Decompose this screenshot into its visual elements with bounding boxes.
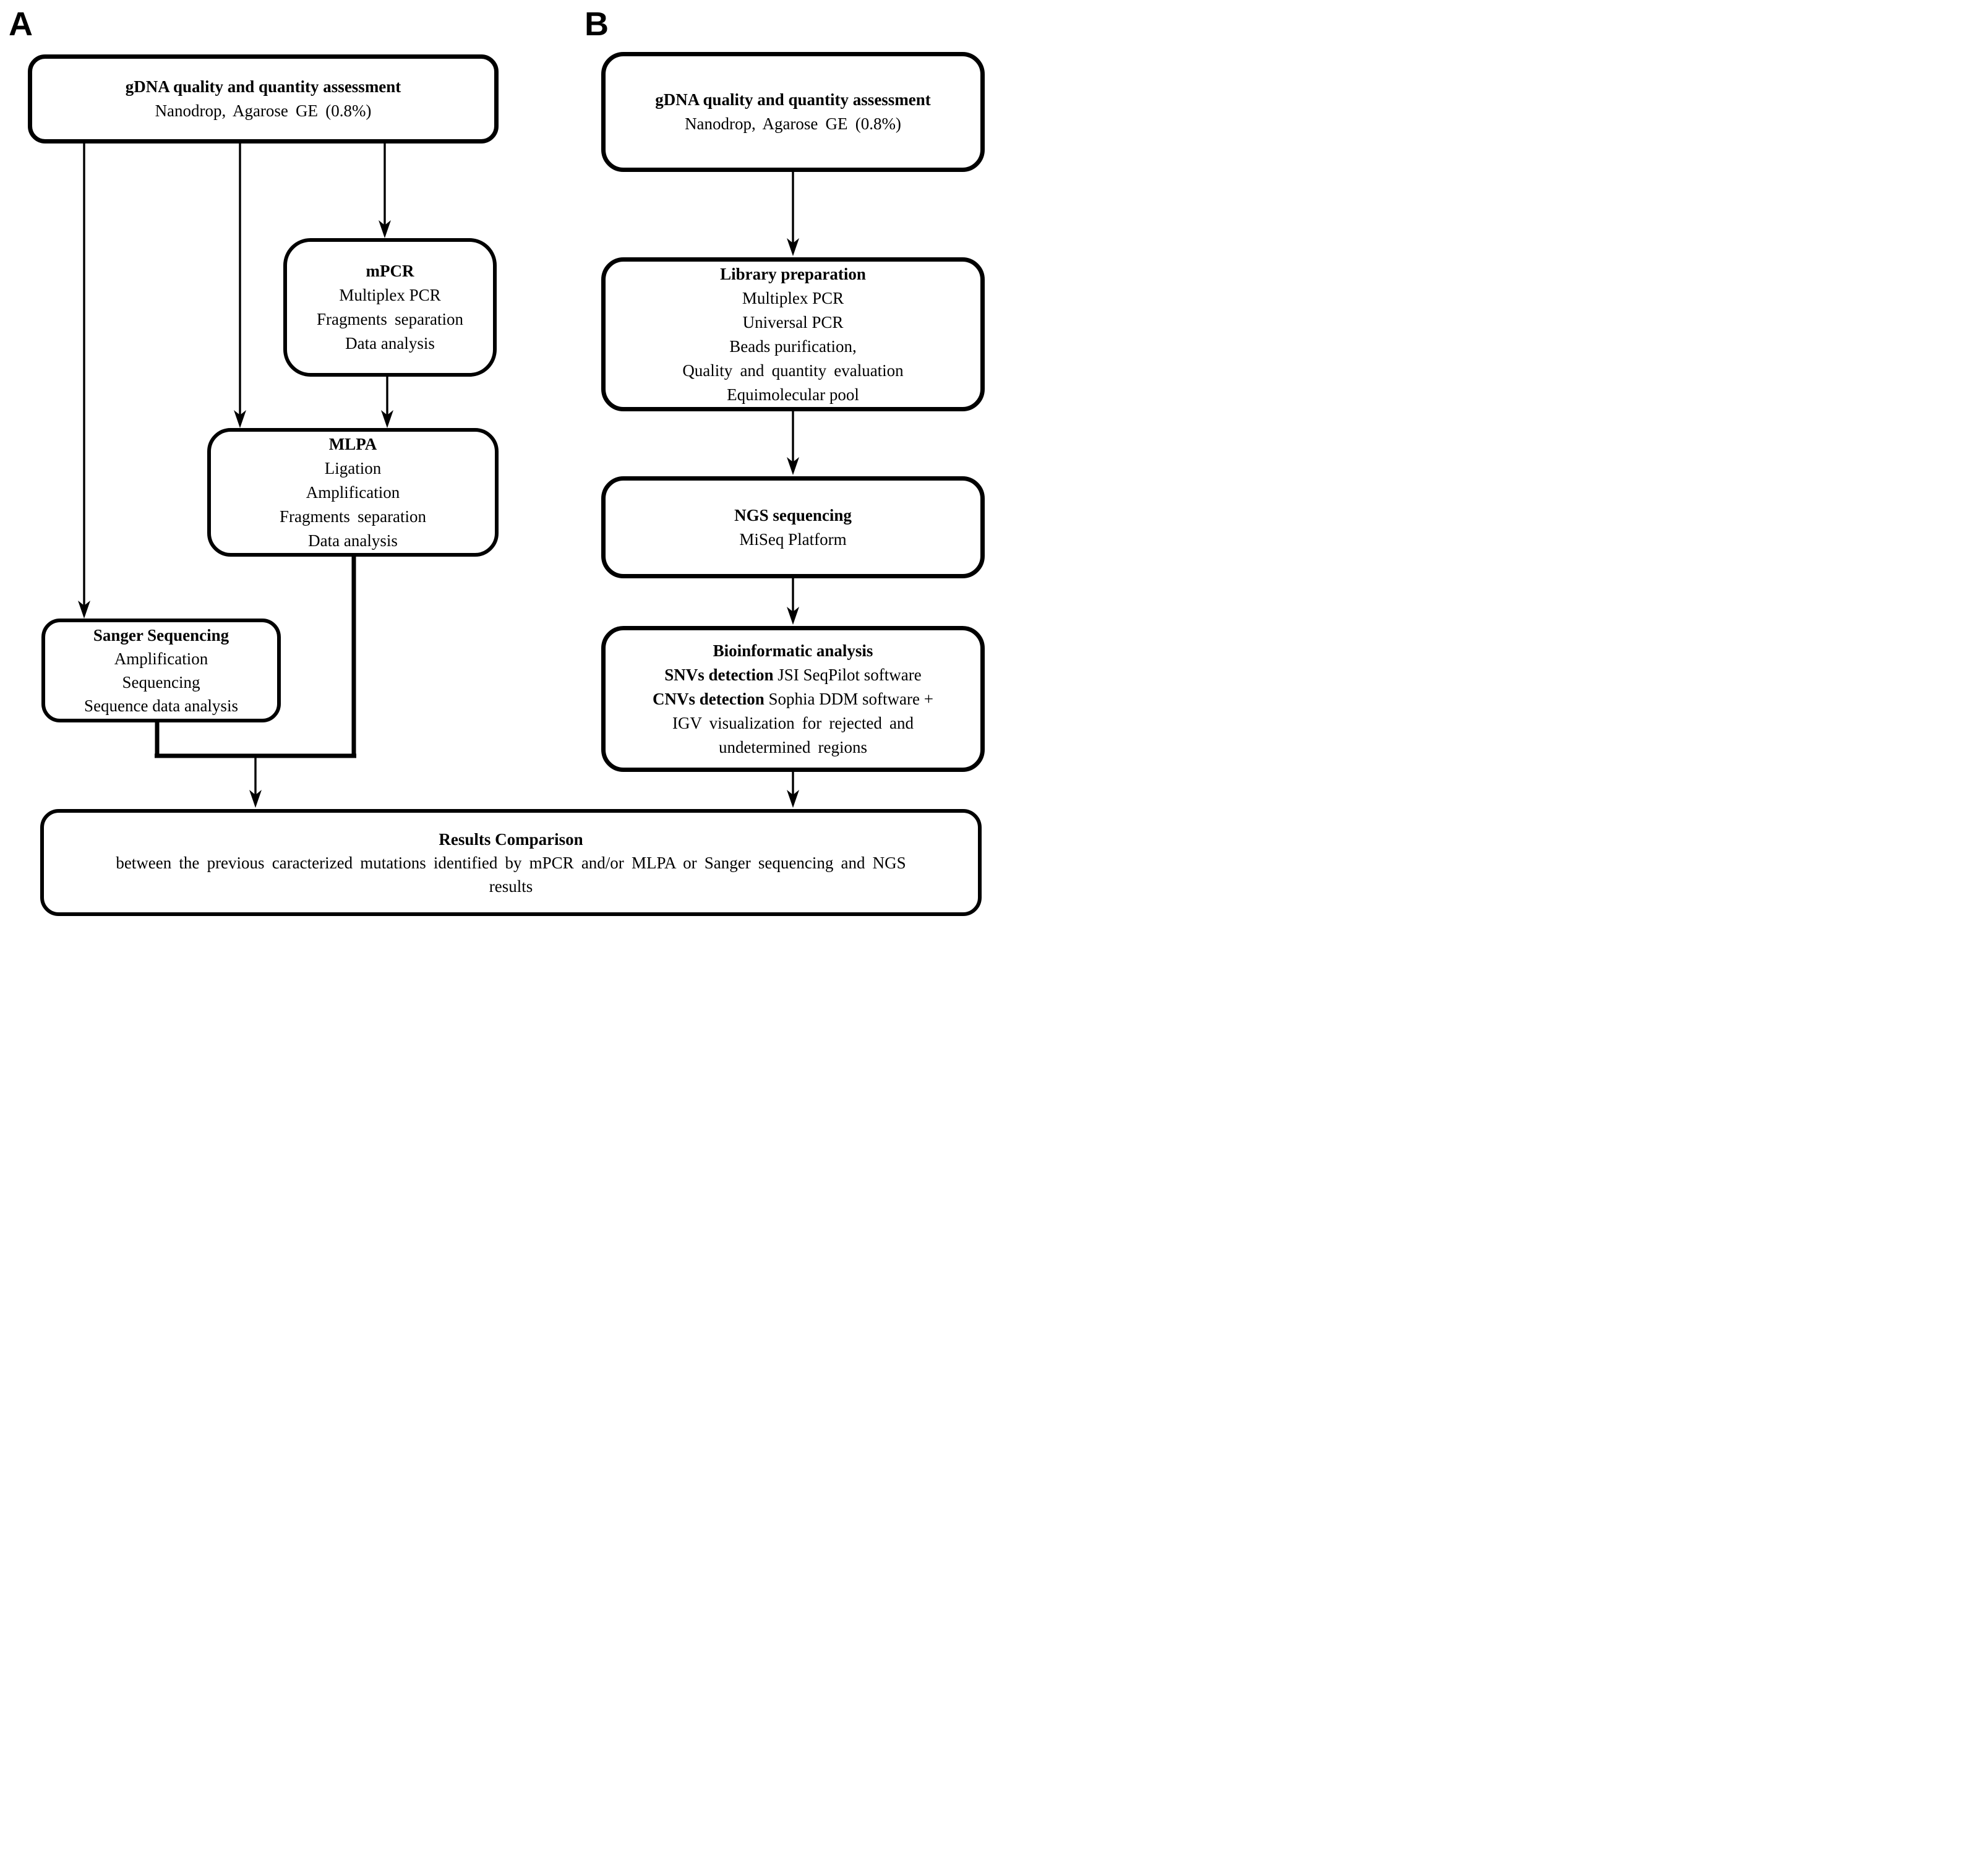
arrow-mpcr-to-mlpa <box>381 377 393 428</box>
cnvs-detection-label: CNVs detection <box>653 689 765 708</box>
snvs-software-text: JSI SeqPilot software <box>778 665 922 684</box>
snvs-detection-label: SNVs detection <box>664 665 774 684</box>
mpcr-box: mPCR Multiplex PCR Fragments separation … <box>283 238 497 377</box>
box-step: IGV visualization for rejected and <box>672 713 914 732</box>
box-step: Data analysis <box>308 531 398 550</box>
box-title: MLPA <box>328 434 377 453</box>
box-title: Sanger Sequencing <box>93 626 229 645</box>
arrow-gdna-b-to-library <box>787 172 799 256</box>
box-title: NGS sequencing <box>734 505 852 525</box>
flowchart-canvas: A B gDNA quality and quantity assessment… <box>0 0 994 925</box>
box-step: CNVs detection Sophia DDM software + <box>653 687 933 711</box>
arrow-ngs-to-bioinfo <box>787 578 799 625</box>
box-step: Beads purification, <box>729 336 857 356</box>
box-step: Ligation <box>324 458 382 477</box>
box-step: MiSeq Platform <box>739 529 847 549</box>
ngs-sequencing-box: NGS sequencing MiSeq Platform <box>601 476 985 578</box>
box-step: Quality and quantity evaluation <box>682 361 904 380</box>
box-step: Amplification <box>306 482 400 502</box>
sanger-sequencing-box: Sanger Sequencing Amplification Sequenci… <box>41 619 281 722</box>
cnvs-detection-text <box>765 690 769 708</box>
box-step: Multiplex PCR <box>339 286 441 304</box>
box-step: Universal PCR <box>742 312 844 332</box>
arrow-library-to-ngs <box>787 411 799 475</box>
box-step: Sequence data analysis <box>84 696 238 715</box>
box-step: Multiplex PCR <box>742 288 844 307</box>
library-preparation-box: Library preparation Multiplex PCR Univer… <box>601 257 985 411</box>
box-title: Results Comparison <box>439 829 583 849</box>
box-step: Data analysis <box>345 334 435 353</box>
arrow-bioinfo-to-results <box>787 772 799 808</box>
box-step: Equimolecular pool <box>727 385 859 404</box>
panel-b-label: B <box>585 6 609 43</box>
arrow-gdna-a-to-sanger <box>78 143 90 619</box>
box-step: Fragments separation <box>316 310 464 328</box>
gdna-assessment-box-a: gDNA quality and quantity assessment Nan… <box>28 54 499 143</box>
arrow-gdna-a-to-mlpa <box>234 143 246 428</box>
arrow-gdna-a-to-mpcr <box>379 143 391 238</box>
box-step: Amplification <box>114 649 208 668</box>
box-title: Bioinformatic analysis <box>713 641 873 660</box>
box-title: mPCR <box>366 262 414 280</box>
panel-a-label: A <box>9 6 33 43</box>
results-body-line: results <box>489 876 533 896</box>
cnvs-software-text: Sophia DDM software + <box>768 689 933 708</box>
gdna-assessment-box-b: gDNA quality and quantity assessment Nan… <box>601 52 985 172</box>
results-comparison-box: Results Comparison between the previous … <box>40 809 982 916</box>
box-subtitle: Nanodrop, Agarose GE (0.8%) <box>685 114 901 133</box>
mlpa-box: MLPA Ligation Amplification Fragments se… <box>207 428 499 557</box>
bioinformatic-analysis-box: Bioinformatic analysis SNVs detection JS… <box>601 626 985 772</box>
box-subtitle: Nanodrop, Agarose GE (0.8%) <box>155 101 372 120</box>
box-step: Fragments separation <box>279 507 427 526</box>
box-step: SNVs detection JSI SeqPilot software <box>664 663 922 687</box>
box-title: gDNA quality and quantity assessment <box>125 77 401 96</box>
box-step: undetermined regions <box>718 737 868 756</box>
box-title: Library preparation <box>720 264 866 283</box>
box-step: Sequencing <box>122 673 200 692</box>
results-body-line: between the previous caracterized mutati… <box>116 853 906 872</box>
arrow-junction-to-results <box>249 756 262 808</box>
box-title: gDNA quality and quantity assessment <box>655 90 931 109</box>
